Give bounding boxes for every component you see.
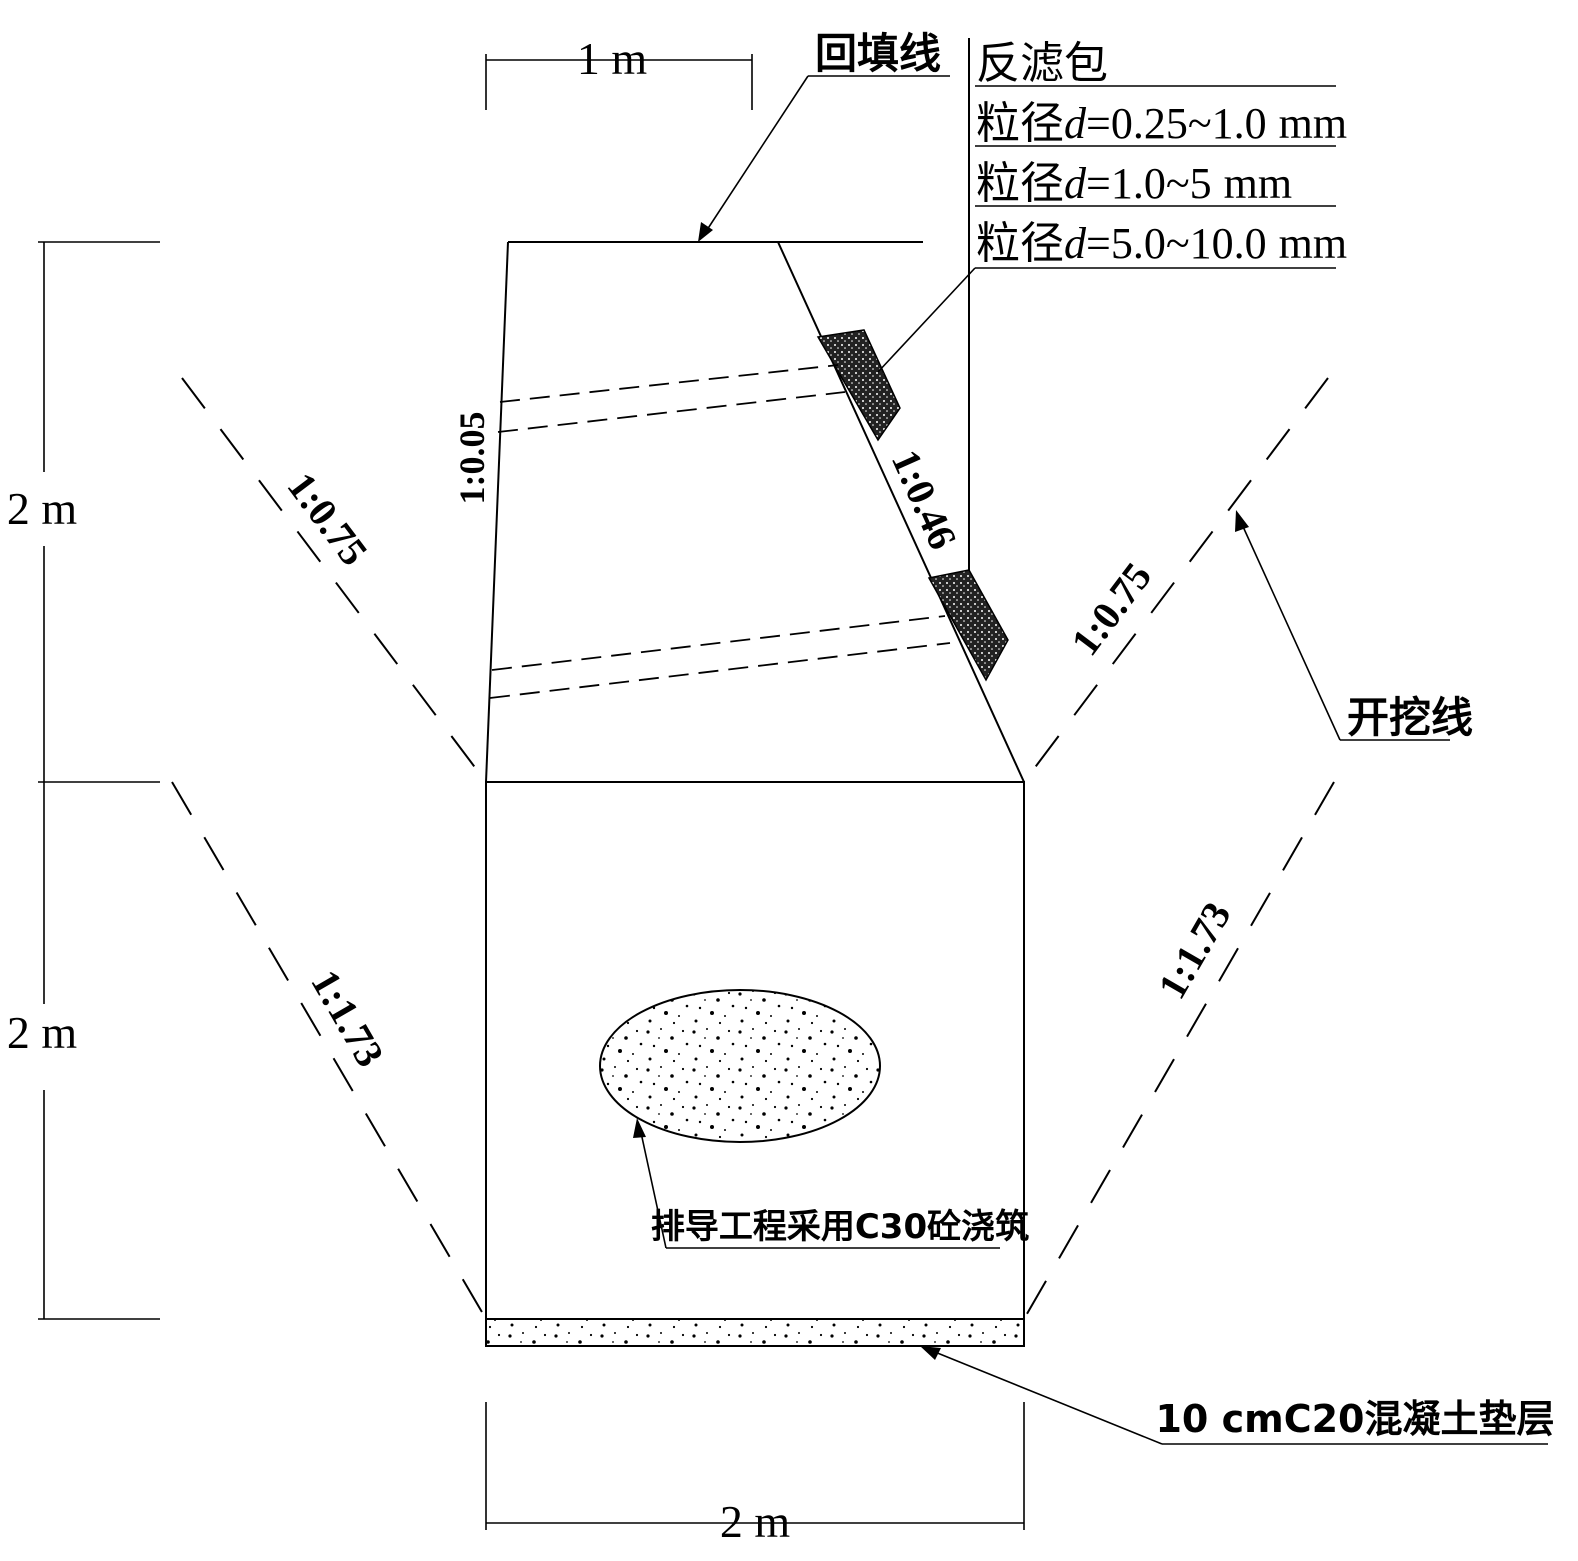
excavation-right-lower <box>1023 781 1335 1320</box>
bottom-dim-label: 2 m <box>720 1496 791 1547</box>
weep-hole-1-top <box>499 364 839 403</box>
filter-packs <box>489 329 1009 699</box>
drainage-note-label: 排导工程采用C30砼浇筑 <box>651 1207 1029 1247</box>
drainage-leader <box>639 1127 667 1249</box>
drainage-arrowhead <box>633 1118 646 1138</box>
filter-leader <box>877 267 976 373</box>
slope-wall-left-label: 1:0.05 <box>452 412 492 505</box>
cushion-note-label: 10 cmC20混凝土垫层 <box>1155 1397 1554 1441</box>
backfill-arrowhead <box>698 222 713 242</box>
slope-left-lower-label: 1:1.73 <box>302 962 393 1074</box>
leader-lines <box>633 75 1548 1445</box>
slope-right-upper-label: 1:0.75 <box>1062 554 1160 664</box>
top-dim-label: 1 m <box>577 33 648 84</box>
filter-pack-label: 反滤包 <box>976 38 1108 89</box>
excavation-left-upper <box>181 377 487 783</box>
excavation-left-lower <box>171 781 487 1320</box>
weep-hole-2-bottom <box>489 642 951 699</box>
cushion-leader <box>929 1349 1163 1445</box>
filter-pack-lower <box>927 569 1009 682</box>
backfill-line-label: 回填线 <box>815 29 941 78</box>
dimension-lines <box>38 54 1025 1530</box>
excavation-arrowhead <box>1235 510 1249 532</box>
lower-height-label: 2 m <box>7 1007 78 1058</box>
wall-left-face <box>485 241 509 783</box>
cushion-arrowhead <box>920 1346 941 1360</box>
excavation-right-upper <box>1023 377 1329 783</box>
wall-right-face <box>777 241 1025 783</box>
weep-hole-1-bottom <box>497 391 846 433</box>
weep-hole-2-top <box>491 615 946 671</box>
filter-pack-upper <box>816 329 901 442</box>
excavation-leader <box>1239 519 1341 741</box>
excavation-line-label: 开挖线 <box>1347 693 1473 742</box>
structure-outline <box>485 38 1025 1347</box>
excavation-lines <box>171 377 1335 1320</box>
upper-height-label: 2 m <box>7 483 78 534</box>
slope-right-lower-label: 1:1.73 <box>1149 894 1240 1006</box>
cushion-layer <box>485 1318 1025 1347</box>
drainage-concrete-ellipse <box>599 989 881 1143</box>
slope-left-upper-label: 1:0.75 <box>279 464 377 574</box>
backfill-leader <box>702 75 809 237</box>
